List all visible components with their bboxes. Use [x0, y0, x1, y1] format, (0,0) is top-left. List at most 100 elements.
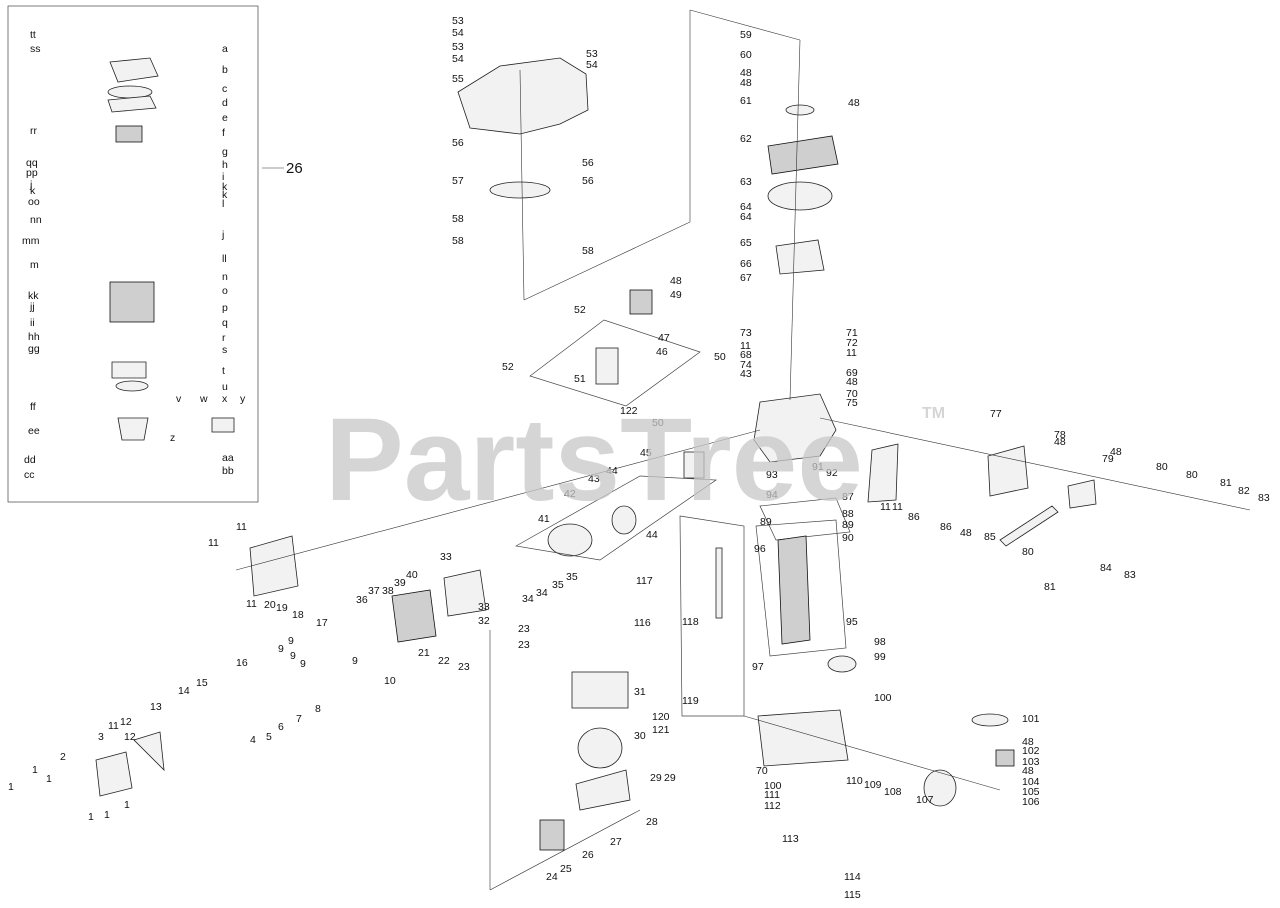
flywheel-frame-top	[689, 9, 801, 41]
cylinder-callout-45: 45	[640, 447, 652, 459]
crank-callout-116: 116	[634, 617, 651, 629]
head-callout-7: 7	[296, 713, 302, 725]
inset-callout-y: y	[240, 393, 246, 405]
flywheel-callout-67: 67	[740, 272, 752, 284]
head-gasket-part	[443, 569, 487, 617]
top-left-callout-56: 56	[582, 175, 594, 187]
crank-callout-103: 103	[1022, 756, 1040, 768]
starter-frame	[529, 319, 701, 407]
crank-callout-111: 111	[764, 789, 780, 801]
watermark-tm: TM	[922, 405, 945, 422]
piston-frame	[514, 475, 718, 561]
inset-callout-o: o	[222, 285, 228, 297]
top-left-callout-54: 54	[452, 53, 464, 65]
inset-callout-m: m	[30, 259, 39, 271]
head-callout-9: 9	[352, 655, 358, 667]
flywheel-callout-64: 64	[740, 211, 752, 223]
inset-callout-aa: aa	[222, 452, 234, 464]
top-left-callout-58: 58	[452, 235, 464, 247]
head-callout-1: 1	[124, 799, 130, 811]
flywheel-part	[767, 181, 833, 211]
inset-callout-u: u	[222, 381, 228, 393]
inset-callout-i: i	[222, 171, 224, 183]
inset-callout-pp: pp	[26, 167, 38, 179]
seal-part	[923, 769, 957, 807]
crank-callout-102: 102	[1022, 745, 1040, 757]
crank-callout-114: 114	[844, 871, 861, 883]
cylinder-callout-35: 35	[566, 571, 578, 583]
inset-callout-e: e	[222, 112, 228, 124]
carburetor-part	[539, 819, 565, 851]
inset-callout-ll: ll	[222, 253, 227, 265]
flywheel-callout-65: 65	[740, 237, 752, 249]
crank-callout-30: 30	[634, 730, 646, 742]
inset-callout-bb: bb	[222, 465, 234, 477]
carb-bowl-part	[117, 417, 149, 441]
blower-housing-part	[457, 57, 589, 135]
inset-callout-gg: gg	[28, 343, 40, 355]
block-right-axis	[819, 417, 1251, 511]
block-right-callout-86: 86	[940, 521, 952, 533]
crank-callout-107: 107	[916, 794, 934, 806]
block-right-callout-82: 82	[1238, 485, 1250, 497]
flywheel-callout-74: 74	[740, 359, 752, 371]
cam-gear-part	[827, 655, 857, 673]
top-left-callout-56: 56	[452, 137, 464, 149]
crank-callout-28: 28	[646, 816, 658, 828]
piston-part	[611, 505, 637, 535]
cylinder-callout-11: 11	[236, 521, 247, 533]
crank-callout-99: 99	[874, 651, 886, 663]
flywheel-callout-64: 64	[740, 201, 752, 213]
crank-callout-24: 24	[546, 871, 558, 883]
inset-callout-ii: ii	[30, 317, 35, 329]
starter-group	[529, 289, 701, 407]
dipstick-part	[715, 547, 723, 619]
block-right-callout-78: 78	[1054, 429, 1066, 441]
inset-callout-ss: ss	[30, 43, 41, 55]
piston-group	[95, 429, 761, 797]
head-callout-10: 10	[384, 675, 396, 687]
inset-callout-k: k	[30, 185, 36, 197]
crank-callout-95: 95	[846, 616, 858, 628]
cylinder-callout-37: 37	[368, 585, 380, 597]
inset-callout-kk: kk	[28, 290, 39, 302]
crank-callout-100: 100	[874, 692, 892, 704]
flywheel-axis-line	[789, 39, 801, 401]
inset-callout-hh: hh	[28, 331, 40, 343]
cylinder-head-part	[391, 589, 437, 643]
starter-solenoid-part	[629, 289, 653, 315]
block-right-callout-80: 80	[1156, 461, 1168, 473]
cylinder-callout-43: 43	[588, 473, 600, 485]
crank-callout-112: 112	[764, 800, 781, 812]
cylinder-callout-44: 44	[646, 529, 658, 541]
carb-solenoid-part	[211, 417, 235, 433]
inset-callout-k: k	[222, 181, 228, 193]
crank-callout-106: 106	[1022, 796, 1040, 808]
flywheel-callout-48: 48	[846, 376, 858, 388]
fan-part	[767, 135, 839, 175]
top-left-callout-56: 56	[582, 157, 594, 169]
inset-callout-n: n	[222, 271, 228, 283]
cylinder-axis-line	[235, 429, 761, 571]
starter-callout-50: 50	[652, 417, 664, 429]
starter-callout-52: 52	[502, 361, 514, 373]
cylinder-callout-23: 23	[518, 623, 530, 635]
crank-callout-70: 70	[756, 765, 768, 777]
inset-callout-label: 26	[286, 160, 303, 177]
carb-main-body-part	[109, 281, 155, 323]
cylinder-callout-21: 21	[418, 647, 430, 659]
inset-callout-x: x	[222, 393, 228, 405]
ignition-coil-part	[775, 239, 825, 275]
crank-callout-48: 48	[1022, 736, 1034, 748]
flywheel-callout-60: 60	[740, 49, 752, 61]
head-callout-1: 1	[46, 773, 52, 785]
cylinder-callout-38: 38	[382, 585, 394, 597]
top-left-callout-55: 55	[452, 73, 464, 85]
top-left-callout-54: 54	[586, 59, 598, 71]
inset-callout-r: r	[222, 332, 226, 344]
flywheel-callout-49: 49	[670, 289, 682, 301]
valve-cover-gasket-part	[133, 731, 165, 772]
crank-callout-108: 108	[884, 786, 902, 798]
gasket-frame	[759, 497, 851, 541]
flywheel-callout-61: 61	[740, 95, 752, 107]
